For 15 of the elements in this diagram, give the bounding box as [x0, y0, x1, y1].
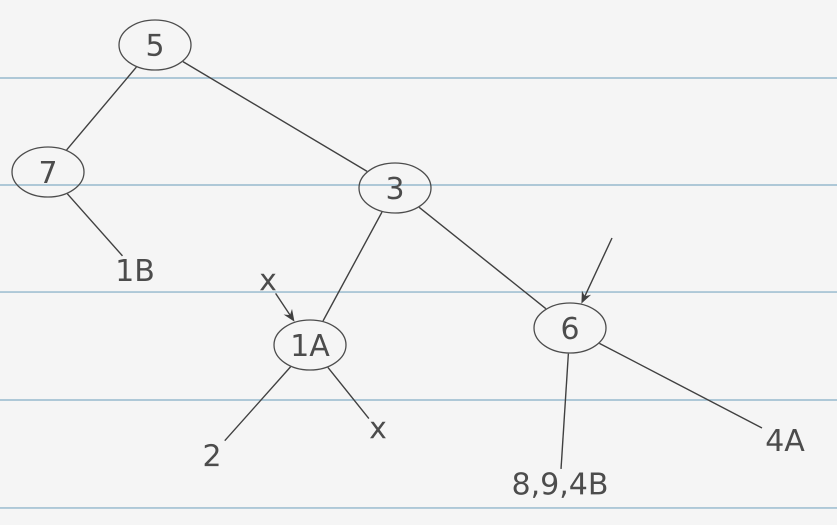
tree-edge — [327, 366, 370, 420]
leaf-label: x — [370, 422, 386, 438]
tree-edge — [66, 193, 123, 256]
leaf-label: x — [260, 274, 276, 290]
tree-edge — [418, 206, 546, 310]
tree-edge — [66, 66, 137, 150]
tree-edge — [560, 354, 570, 469]
tree-edge — [224, 366, 292, 442]
tree-edge — [182, 61, 368, 172]
leaf-label: 1B — [118, 259, 153, 281]
leaf-label: 8,9,4B — [514, 472, 606, 498]
leaf-label: 4A — [766, 429, 805, 451]
leaf-label: 2 — [204, 444, 219, 466]
tree-edge — [322, 212, 383, 322]
tree-edge — [599, 342, 762, 429]
